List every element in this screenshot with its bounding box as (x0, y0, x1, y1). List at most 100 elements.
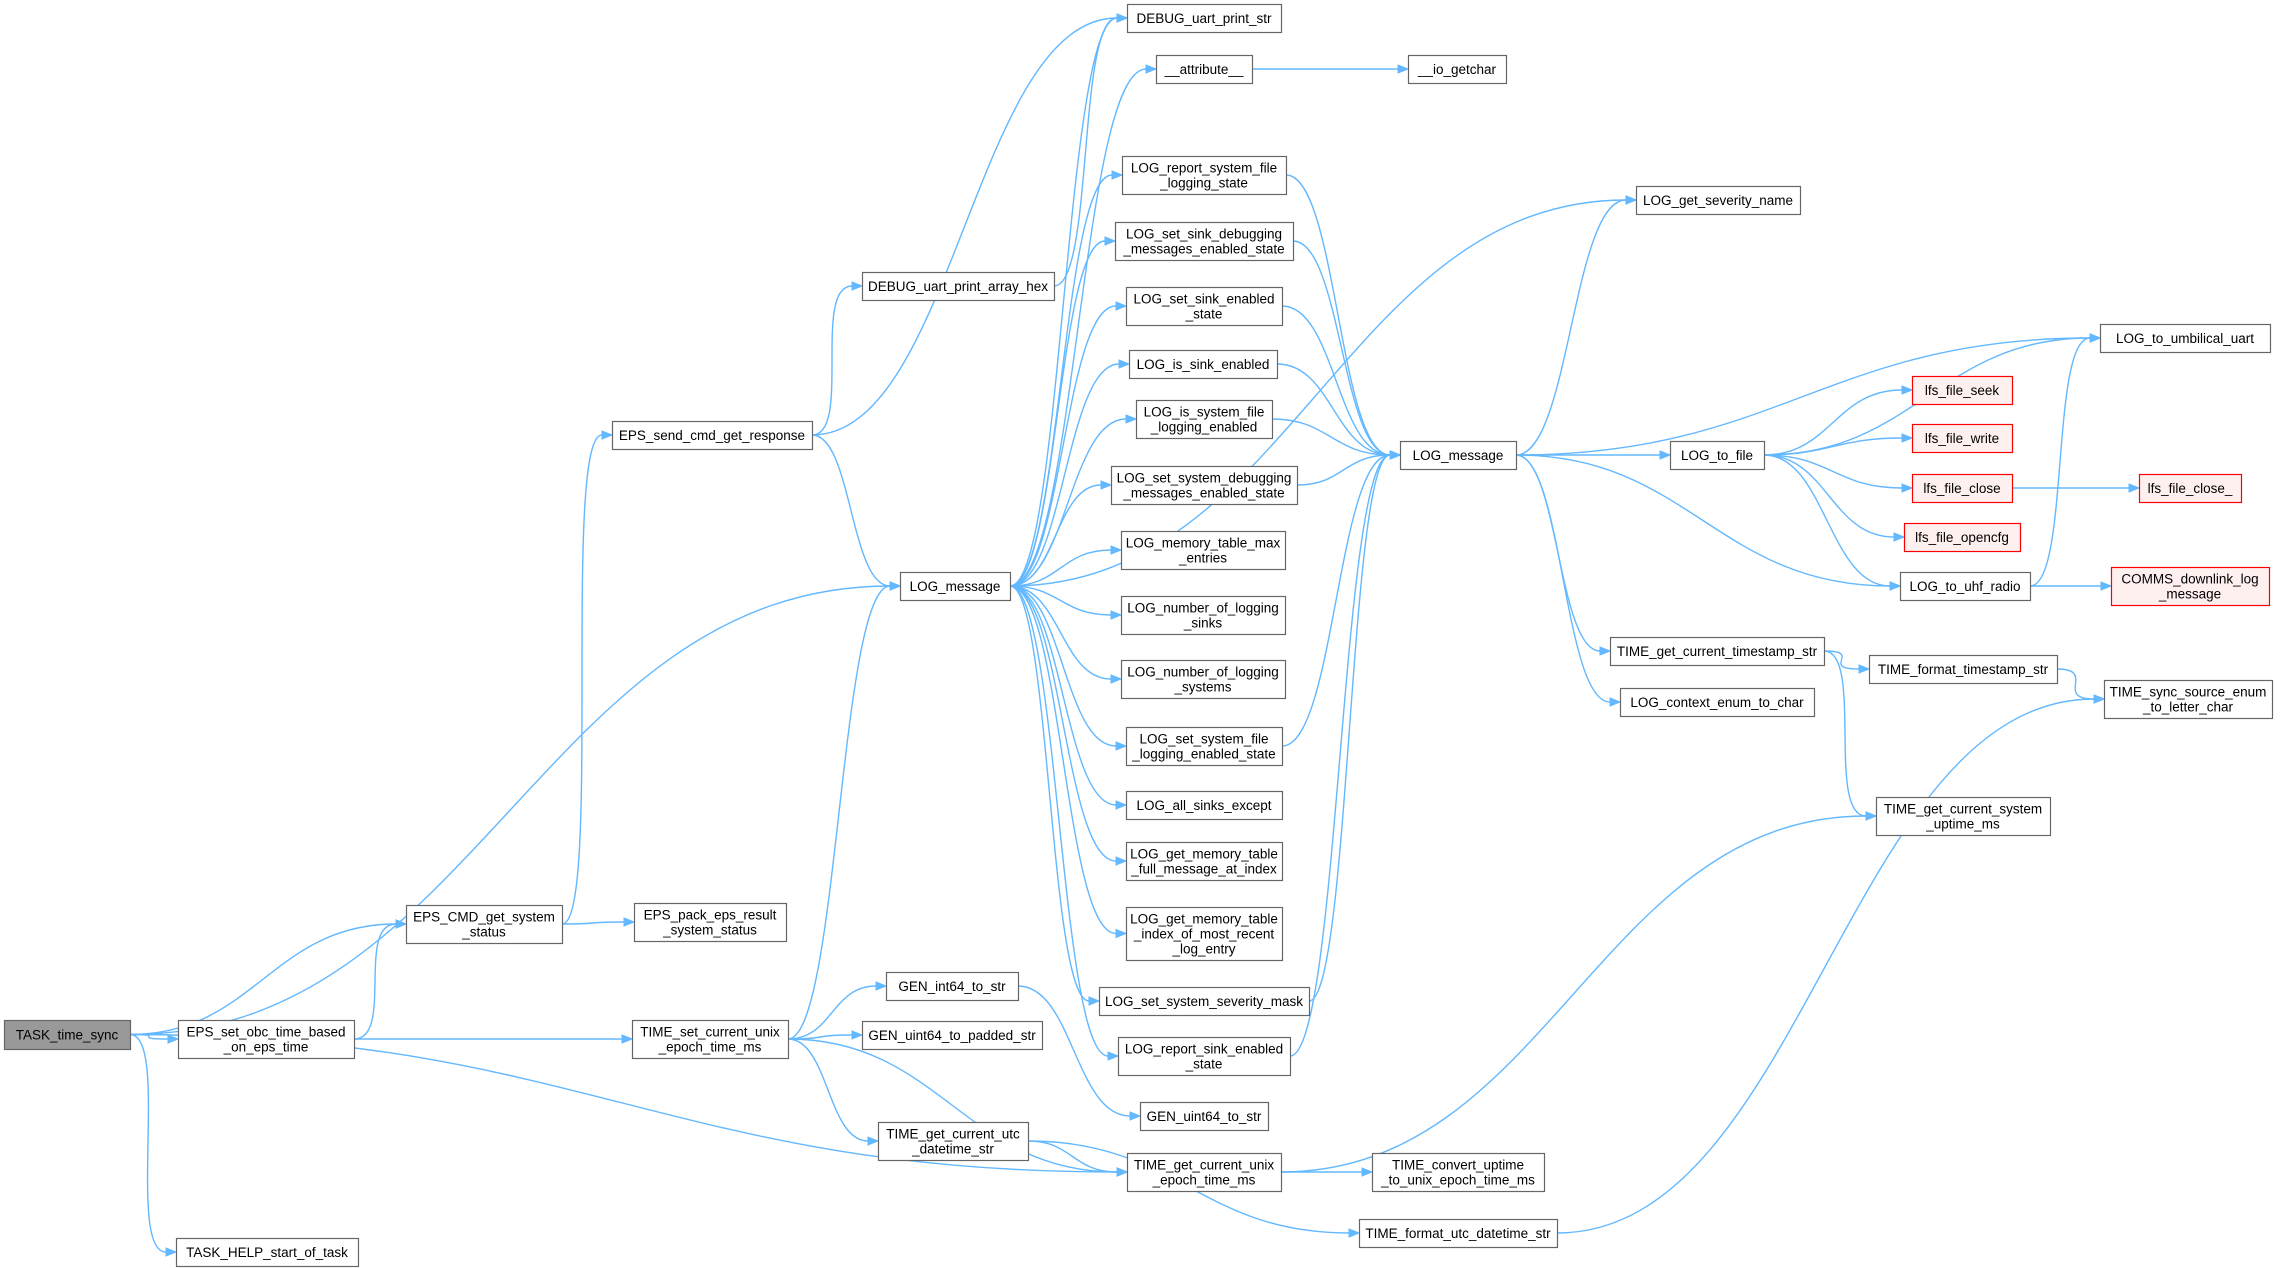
node-box (1114, 221, 1295, 262)
edge-log-message-a-to-log-all-sinks-except (1009, 585, 1128, 810)
node-log-set-sys-sev[interactable]: LOG_set_system_severity_mask (1098, 986, 1311, 1017)
edge-log-to-file-to-lfs-file-close (1763, 454, 1914, 493)
node-attribute[interactable]: __attribute__ (1155, 54, 1254, 85)
node-time-format-timestamp[interactable]: TIME_format_timestamp_str (1868, 654, 2059, 685)
node-gen-int64[interactable]: GEN_int64_to_str (885, 971, 1020, 1002)
arrowhead (1111, 170, 1124, 180)
node-box (1868, 654, 2059, 685)
node-task-time-sync[interactable]: TASK_time_sync (3, 1019, 132, 1051)
node-debug-print-hex[interactable]: DEBUG_uart_print_array_hex (861, 271, 1056, 302)
node-time-get-uptime[interactable]: TIME_get_current_system_uptime_ms (1875, 796, 2052, 837)
node-log-num-sinks[interactable]: LOG_number_of_logging_sinks (1120, 595, 1287, 636)
node-eps-cmd-get-system-status[interactable]: EPS_CMD_get_system_status (405, 904, 564, 945)
arrowhead (623, 917, 636, 927)
node-lfs-file-close-[interactable]: lfs_file_close_ (2138, 473, 2243, 504)
node-log-set-sys-debug[interactable]: LOG_set_system_debugging_messages_enable… (1110, 465, 1299, 506)
node-log-report-sys-file[interactable]: LOG_report_system_file_logging_state (1121, 155, 1288, 196)
node-eps-set-obc-time[interactable]: EPS_set_obc_time_based_on_eps_time (177, 1019, 356, 1060)
node-log-is-sys-file[interactable]: LOG_is_system_file_logging_enabled (1135, 399, 1274, 440)
node-log-is-sink-enabled[interactable]: LOG_is_sink_enabled (1128, 349, 1279, 380)
node-time-format-utc[interactable]: TIME_format_utc_datetime_str (1358, 1218, 1559, 1249)
edge-line (811, 434, 891, 587)
arrowhead (395, 919, 408, 929)
arrowhead (1116, 1167, 1129, 1177)
node-log-num-systems[interactable]: LOG_number_of_logging_systems (1120, 659, 1287, 700)
node-box (1903, 522, 2022, 553)
node-box (1098, 986, 1311, 1017)
node-label: LOG_all_sinks_except (1136, 798, 1271, 813)
edge-log-message-b-to-log-get-severity (1515, 195, 1638, 456)
node-label: _logging_state (1159, 176, 1248, 191)
edge-line (1009, 585, 1117, 862)
edge-line (1556, 698, 2095, 1234)
node-gen-uint64[interactable]: GEN_uint64_to_str (1139, 1101, 1270, 1132)
edge-line (1027, 1140, 1118, 1173)
node-box (1399, 440, 1518, 471)
node-log-get-severity[interactable]: LOG_get_severity_name (1635, 185, 1802, 216)
node-label: TIME_sync_source_enum (2110, 685, 2267, 700)
node-box (1669, 440, 1766, 471)
node-log-context-enum[interactable]: LOG_context_enum_to_char (1619, 687, 1816, 718)
node-box (631, 1019, 790, 1060)
node-time-get-unix[interactable]: TIME_get_current_unix_epoch_time_ms (1126, 1152, 1283, 1193)
edge-log-message-a-to-attribute (1009, 64, 1158, 587)
node-eps-pack[interactable]: EPS_pack_eps_result_system_status (633, 902, 788, 943)
node-log-message-b[interactable]: LOG_message (1399, 440, 1518, 471)
node-lfs-file-write[interactable]: lfs_file_write (1911, 423, 2014, 454)
node-box (861, 271, 1056, 302)
node-time-utc-datetime[interactable]: TIME_get_current_utc_datetime_str (877, 1121, 1030, 1162)
node-label: LOG_set_system_file (1139, 732, 1268, 747)
node-label: TIME_convert_uptime (1392, 1158, 1524, 1173)
node-time-set-unix[interactable]: TIME_set_current_unix_epoch_time_ms (631, 1019, 790, 1060)
arrowhead (1389, 450, 1402, 460)
node-lfs-file-seek[interactable]: lfs_file_seek (1911, 375, 2014, 406)
node-time-sync-source[interactable]: TIME_sync_source_enum_to_letter_char (2103, 679, 2274, 720)
edge-line (1285, 174, 1391, 456)
arrowhead (167, 1034, 180, 1044)
node-label: _logging_enabled_state (1131, 747, 1275, 762)
node-time-get-timestamp[interactable]: TIME_get_current_timestamp_str (1609, 636, 1826, 667)
node-log-get-mem-recent[interactable]: LOG_get_memory_table_index_of_most_recen… (1125, 906, 1284, 962)
node-label: TIME_format_timestamp_str (1878, 662, 2049, 677)
node-label: TASK_HELP_start_of_task (186, 1245, 348, 1260)
node-log-get-mem-full[interactable]: LOG_get_memory_table_full_message_at_ind… (1125, 841, 1284, 882)
node-label: LOG_is_system_file (1144, 405, 1265, 420)
node-log-report-sink[interactable]: LOG_report_sink_enabled_state (1117, 1036, 1292, 1077)
node-log-all-sinks-except[interactable]: LOG_all_sinks_except (1125, 790, 1284, 821)
arrowhead (1901, 433, 1914, 443)
node-label: lfs_file_seek (1925, 383, 2000, 398)
node-gen-uint64-padded[interactable]: GEN_uint64_to_padded_str (861, 1020, 1044, 1051)
arrowhead (851, 1030, 864, 1040)
node-time-convert-uptime[interactable]: TIME_convert_uptime_to_unix_epoch_time_m… (1371, 1152, 1546, 1193)
edge-eps-set-obc-time-to-time-set-unix (354, 1034, 634, 1044)
node-log-to-file[interactable]: LOG_to_file (1669, 440, 1766, 471)
node-box (1125, 906, 1284, 962)
node-label: lfs_file_write (1925, 431, 1999, 446)
node-label: LOG_to_file (1681, 448, 1753, 463)
node-task-help-start[interactable]: TASK_HELP_start_of_task (175, 1237, 360, 1268)
edge-log-message-a-to-log-set-sys-file (1009, 585, 1128, 751)
edge-log-report-sink-to-log-message-b (1289, 450, 1402, 1057)
node-log-to-uhf[interactable]: LOG_to_uhf_radio (1899, 571, 2032, 602)
edge-time-format-utc-to-time-sync-source (1556, 694, 2106, 1234)
node-eps-send-cmd[interactable]: EPS_send_cmd_get_response (611, 420, 814, 451)
node-label: _index_of_most_recent (1133, 927, 1275, 942)
node-debug-print-str[interactable]: DEBUG_uart_print_str (1126, 3, 1283, 34)
node-label: _messages_enabled_state (1122, 242, 1284, 257)
node-log-set-sink-debug[interactable]: LOG_set_sink_debugging_messages_enabled_… (1114, 221, 1295, 262)
node-log-set-sink-enabled[interactable]: LOG_set_sink_enabled_state (1125, 286, 1284, 327)
node-log-set-sys-file[interactable]: LOG_set_system_file_logging_enabled_stat… (1125, 726, 1284, 767)
node-label: LOG_get_memory_table (1130, 847, 1278, 862)
node-io-getchar[interactable]: __io_getchar (1407, 54, 1508, 85)
edge-time-get-unix-to-time-get-uptime (1280, 811, 1878, 1173)
node-log-mem-max[interactable]: LOG_memory_table_max_entries (1120, 530, 1287, 571)
arrowhead (867, 1136, 880, 1146)
node-lfs-file-close[interactable]: lfs_file_close (1911, 473, 2014, 504)
node-label: COMMS_downlink_log (2121, 572, 2258, 587)
node-log-to-umbilical[interactable]: LOG_to_umbilical_uart (2099, 323, 2272, 354)
node-comms-downlink[interactable]: COMMS_downlink_log_message (2110, 566, 2271, 607)
node-log-message-a[interactable]: LOG_message (899, 571, 1012, 602)
node-lfs-file-opencfg[interactable]: lfs_file_opencfg (1903, 522, 2022, 553)
node-box (1117, 1036, 1292, 1077)
